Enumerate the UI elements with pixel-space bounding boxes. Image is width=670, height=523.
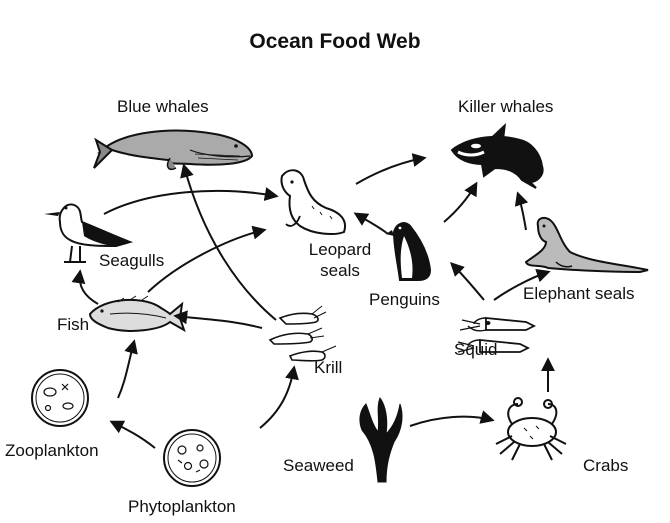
arrow-fish-to-seagulls: [71, 269, 99, 305]
label-phytoplankton: Phytoplankton: [128, 497, 236, 516]
label-killer-whales: Killer whales: [458, 97, 554, 116]
seaweed-icon: [359, 396, 403, 483]
phytoplankton-icon: [163, 429, 221, 487]
arrow-elephant-seals-to-killer-whales: [514, 191, 529, 231]
arrow-phytoplankton-to-zooplankton: [109, 420, 156, 449]
arrow-phytoplankton-to-krill: [259, 365, 299, 429]
arrow-zooplankton-to-fish: [117, 339, 138, 399]
zooplankton-icon: [31, 369, 89, 427]
blue-whale-icon: [93, 129, 254, 170]
arrow-penguins-to-leopard-seals: [353, 212, 389, 235]
label-blue-whales: Blue whales: [117, 97, 209, 116]
arrow-penguins-to-killer-whales: [443, 181, 478, 223]
arrow-squid-to-penguins: [450, 262, 485, 301]
arrow-leopard-seals-to-killer-whales: [355, 153, 427, 185]
crab-icon: [495, 397, 567, 461]
label-leopard-seals-line1: Leopard: [308, 240, 372, 259]
arrow-krill-to-blue-whales: [180, 163, 277, 321]
squid-icon: [457, 317, 537, 353]
arrow-krill-to-fish: [173, 310, 263, 329]
label-zooplankton: Zooplankton: [5, 441, 99, 460]
krill-icon: [268, 305, 337, 362]
label-elephant-seals: Elephant seals: [523, 284, 635, 303]
food-web-arrows: [71, 153, 555, 449]
diagram-title: Ocean Food Web: [249, 30, 421, 53]
arrow-fish-to-leopard-seals: [147, 225, 267, 293]
label-fish: Fish: [57, 315, 90, 334]
fish-icon: [88, 295, 186, 333]
label-krill: Krill: [314, 358, 343, 377]
elephant-seal-icon: [524, 217, 649, 274]
leopard-seal-icon: [280, 169, 346, 235]
label-leopard-seals-line2: seals: [320, 261, 360, 280]
label-squid: Squid: [454, 340, 498, 359]
arrow-squid-to-elephant-seals: [493, 268, 551, 301]
arrow-seaweed-to-crabs: [409, 410, 495, 427]
label-crabs: Crabs: [583, 456, 629, 475]
penguin-icon: [386, 222, 432, 281]
label-seagulls: Seagulls: [99, 251, 165, 270]
seagull-icon: [44, 203, 134, 263]
arrow-seagulls-to-leopard-seals: [103, 187, 279, 215]
label-penguins: Penguins: [369, 290, 440, 309]
label-seaweed: Seaweed: [283, 456, 354, 475]
killer-whale-icon: [450, 123, 544, 189]
